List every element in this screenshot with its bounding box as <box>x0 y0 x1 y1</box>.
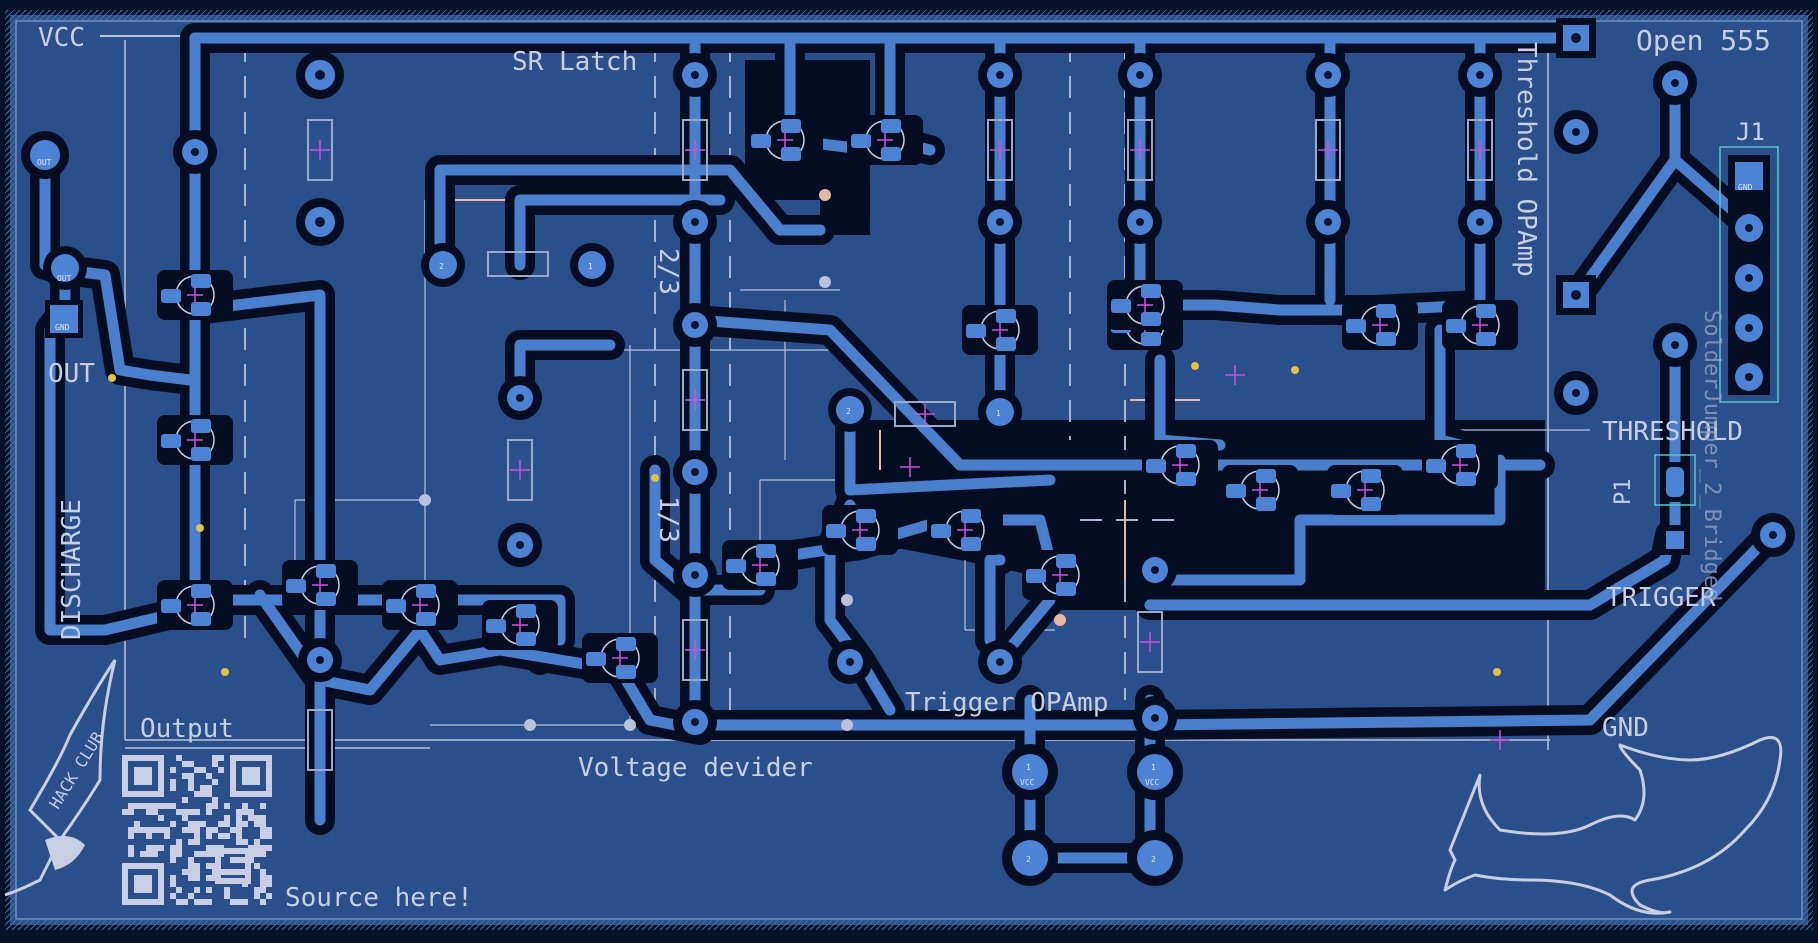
pad-out-label: OUT <box>57 274 72 283</box>
transistor <box>282 560 358 610</box>
p1-label: P1 <box>1611 479 1636 506</box>
transistor <box>482 600 558 650</box>
voltage-devider-label: Voltage devider <box>578 753 813 783</box>
pad-number: 2 <box>1151 855 1156 864</box>
pad-number: 2 <box>1026 855 1031 864</box>
transistor <box>157 270 233 320</box>
pad-number: 1 <box>996 409 1001 418</box>
transistor <box>382 580 458 630</box>
pad-gnd-label: GND <box>1738 183 1753 192</box>
silkscreen-text: VCC OUT DISCHARGE SR Latch 2/3 1/3 Thres… <box>38 23 1771 913</box>
two-thirds-label: 2/3 <box>653 248 683 295</box>
transistor <box>1142 440 1218 490</box>
discharge-label: DISCHARGE <box>57 499 87 640</box>
tht-pads <box>45 18 1795 744</box>
transistor <box>1422 440 1498 490</box>
numbered-pads: 2 1 2 1 1 VCC 1 VCC 2 2 OUT OUT GND <box>21 131 1183 886</box>
board-edge <box>5 10 1813 930</box>
pad-vcc-label: VCC <box>1145 778 1160 787</box>
transistor <box>722 540 798 590</box>
out-label: OUT <box>48 359 95 389</box>
one-third-label: 1/3 <box>653 496 683 543</box>
output-label: Output <box>140 714 234 744</box>
pad-number: 1 <box>1151 763 1156 772</box>
pad-vcc-label: VCC <box>1020 778 1035 787</box>
qr-code <box>122 755 272 905</box>
transistor <box>1442 300 1518 350</box>
gnd-label: GND <box>1602 713 1649 743</box>
transistor <box>822 505 898 555</box>
trigger-opamp-label: Trigger OPAmp <box>905 688 1109 718</box>
source-here-label: Source here! <box>285 883 473 913</box>
trigger-label: TRIGGER <box>1606 583 1716 613</box>
solderjumper-label: SolderJumper_2_Bridged <box>1699 310 1724 601</box>
transistor <box>747 115 823 165</box>
threshold-label: THRESHOLD <box>1602 417 1743 447</box>
pad-number: 2 <box>439 262 444 271</box>
threshold-opamp-label: Threshold OPAmp <box>1511 42 1541 277</box>
transistor <box>1107 280 1183 330</box>
vcc-label: VCC <box>38 23 85 53</box>
pad-number: 2 <box>846 407 851 416</box>
vias <box>108 189 1501 731</box>
connector-j1: GND <box>1719 146 1779 403</box>
pad-gnd-label: GND <box>55 323 70 332</box>
whale-icon <box>1443 736 1783 915</box>
pad-number: 1 <box>588 262 593 271</box>
transistor <box>157 580 233 630</box>
j1-label: J1 <box>1736 118 1765 146</box>
transistor <box>1222 465 1298 515</box>
transistor <box>927 505 1003 555</box>
solder-jumper-p1 <box>1654 454 1696 555</box>
pad-out-label: OUT <box>37 158 52 167</box>
transistor <box>847 115 923 165</box>
transistor <box>1327 465 1403 515</box>
open-555-label: Open 555 <box>1636 24 1771 57</box>
transistor <box>582 633 658 683</box>
transistors <box>157 115 1518 683</box>
transistor <box>1342 300 1418 350</box>
resistors <box>307 119 1510 771</box>
pad-number: 1 <box>1026 763 1031 772</box>
transistor <box>157 415 233 465</box>
transistor <box>1022 550 1098 600</box>
sr-latch-label: SR Latch <box>512 47 637 77</box>
transistor <box>962 305 1038 355</box>
